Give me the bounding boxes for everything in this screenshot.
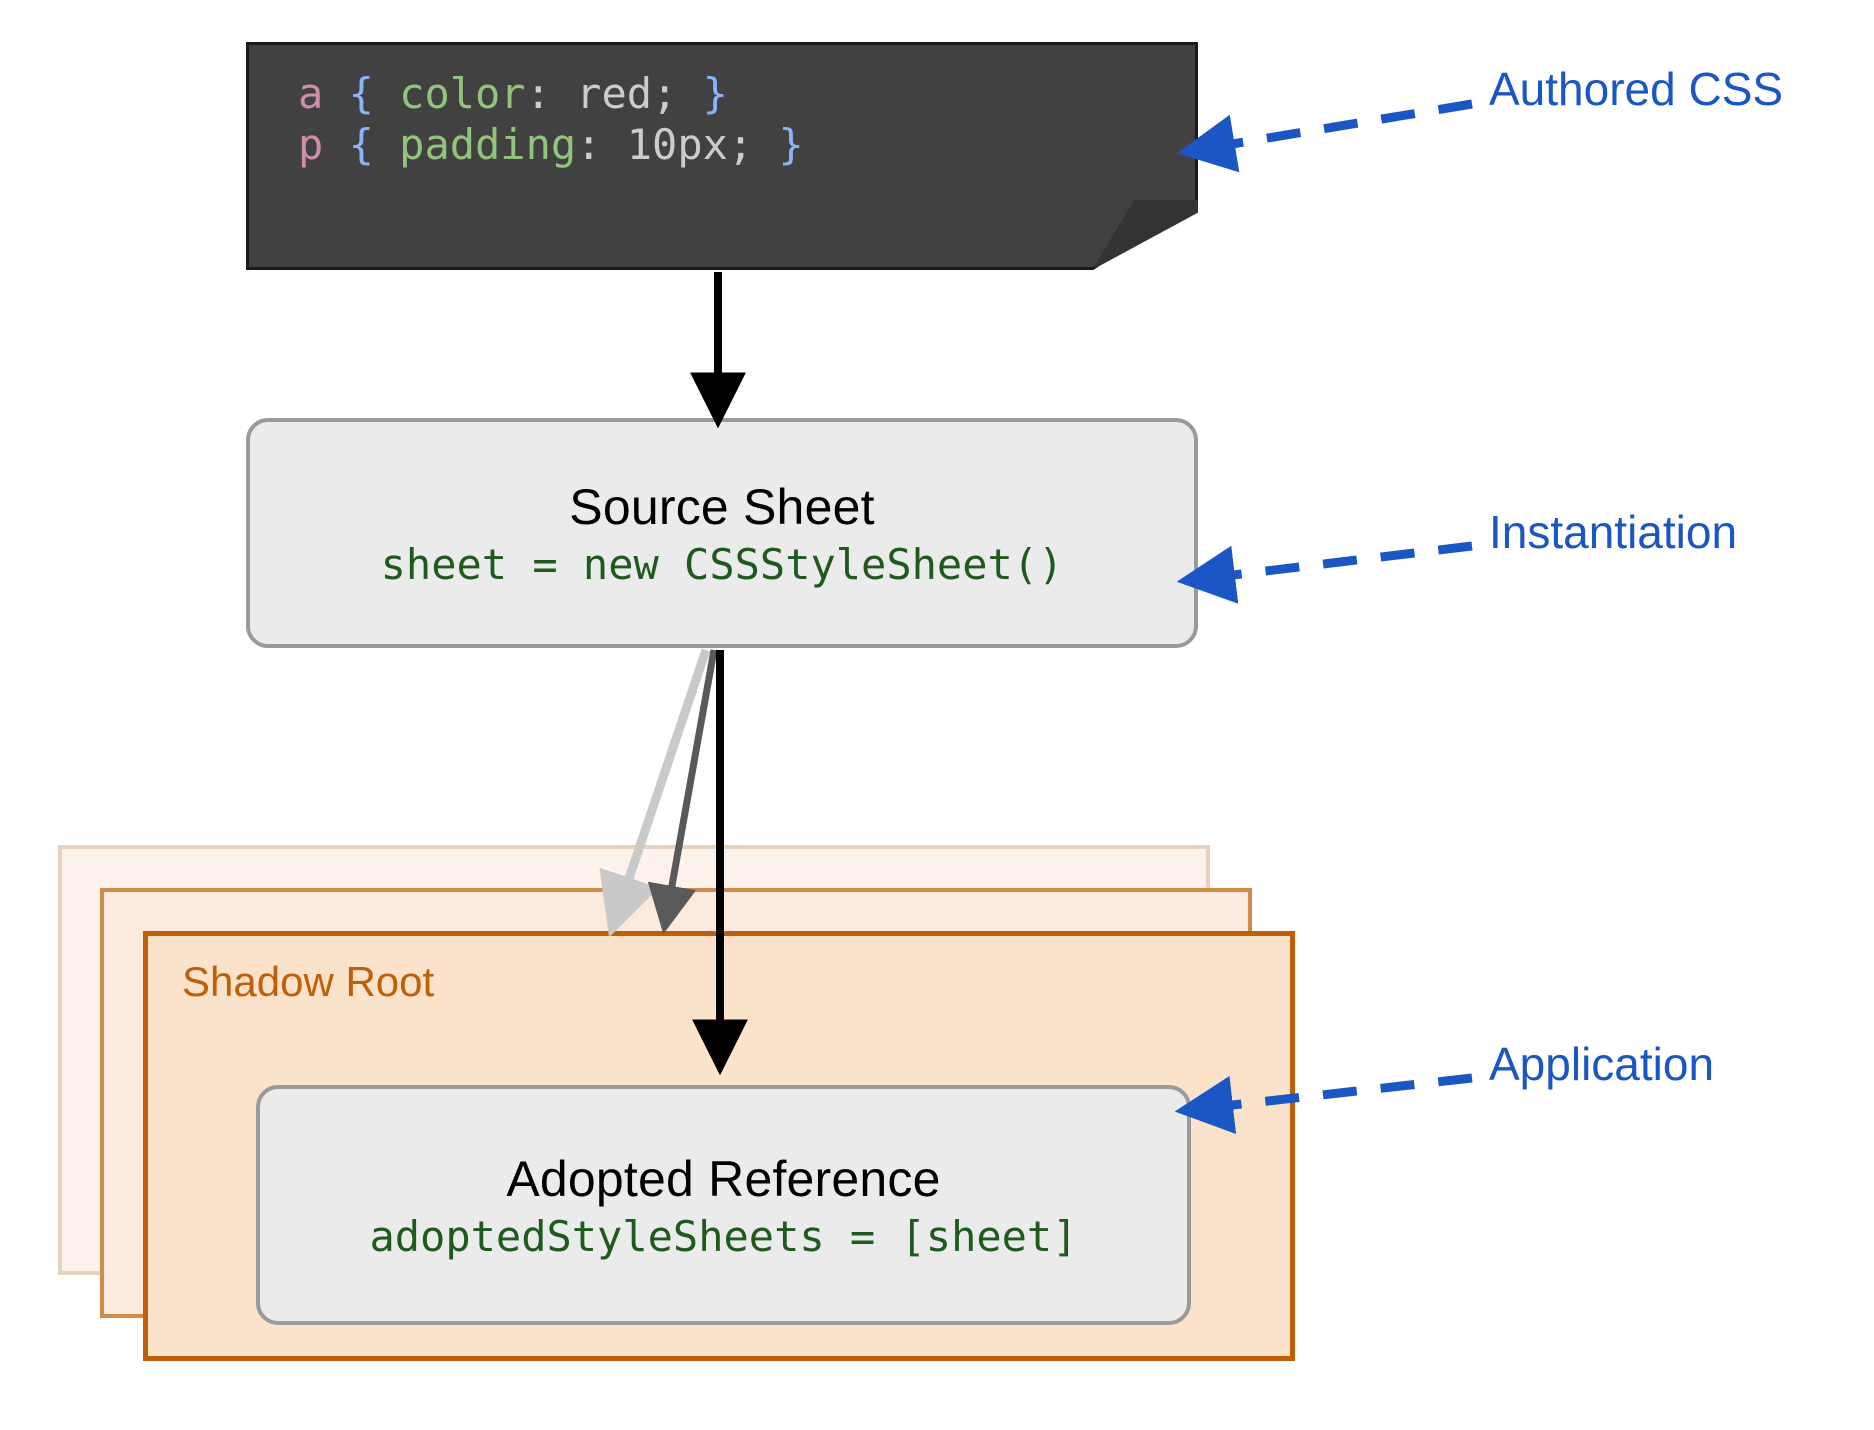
css-property-padding: padding [399, 120, 577, 170]
code-block-shape [246, 42, 1198, 270]
source-sheet-title: Source Sheet [569, 478, 875, 535]
annotation-label-authored-css: Authored CSS [1489, 63, 1784, 115]
css-selector-a: a [298, 69, 324, 118]
css-colon-1: : [525, 69, 577, 118]
adopted-reference-box: Adopted Reference adoptedStyleSheets = [… [256, 1085, 1191, 1325]
annotation-arrow-authored-css [1176, 99, 1473, 173]
css-line-2: p { padding: 10px; } [298, 120, 804, 169]
css-brace-open-1: { [323, 69, 400, 118]
css-property-color: color [399, 69, 526, 118]
source-sheet-box: Source Sheet sheet = new CSSStyleSheet() [246, 418, 1198, 648]
shadow-root-label: Shadow Root [182, 958, 435, 1005]
code-block-text: a { color: red; } p { padding: 10px; } [298, 68, 804, 170]
css-brace-open-2: { [323, 120, 400, 170]
adopted-reference-title: Adopted Reference [506, 1150, 941, 1207]
authored-css-code-block: a { color: red; } p { padding: 10px; } [246, 42, 1198, 270]
css-brace-close-2: } [753, 120, 804, 170]
css-colon-2: : [576, 120, 627, 170]
annotation-arrow-instantiation [1176, 541, 1473, 604]
source-sheet-code: sheet = new CSSStyleSheet() [380, 539, 1064, 589]
annotation-label-application: Application [1489, 1038, 1715, 1090]
adopted-reference-code: adoptedStyleSheets = [sheet] [369, 1211, 1078, 1261]
css-line-1: a { color: red; } [298, 69, 728, 118]
css-brace-close-1: } [677, 69, 728, 118]
css-value-red: red; [576, 69, 678, 118]
annotation-label-instantiation: Instantiation [1489, 506, 1738, 558]
css-value-10px: 10px; [626, 120, 754, 170]
css-selector-p: p [298, 120, 324, 170]
